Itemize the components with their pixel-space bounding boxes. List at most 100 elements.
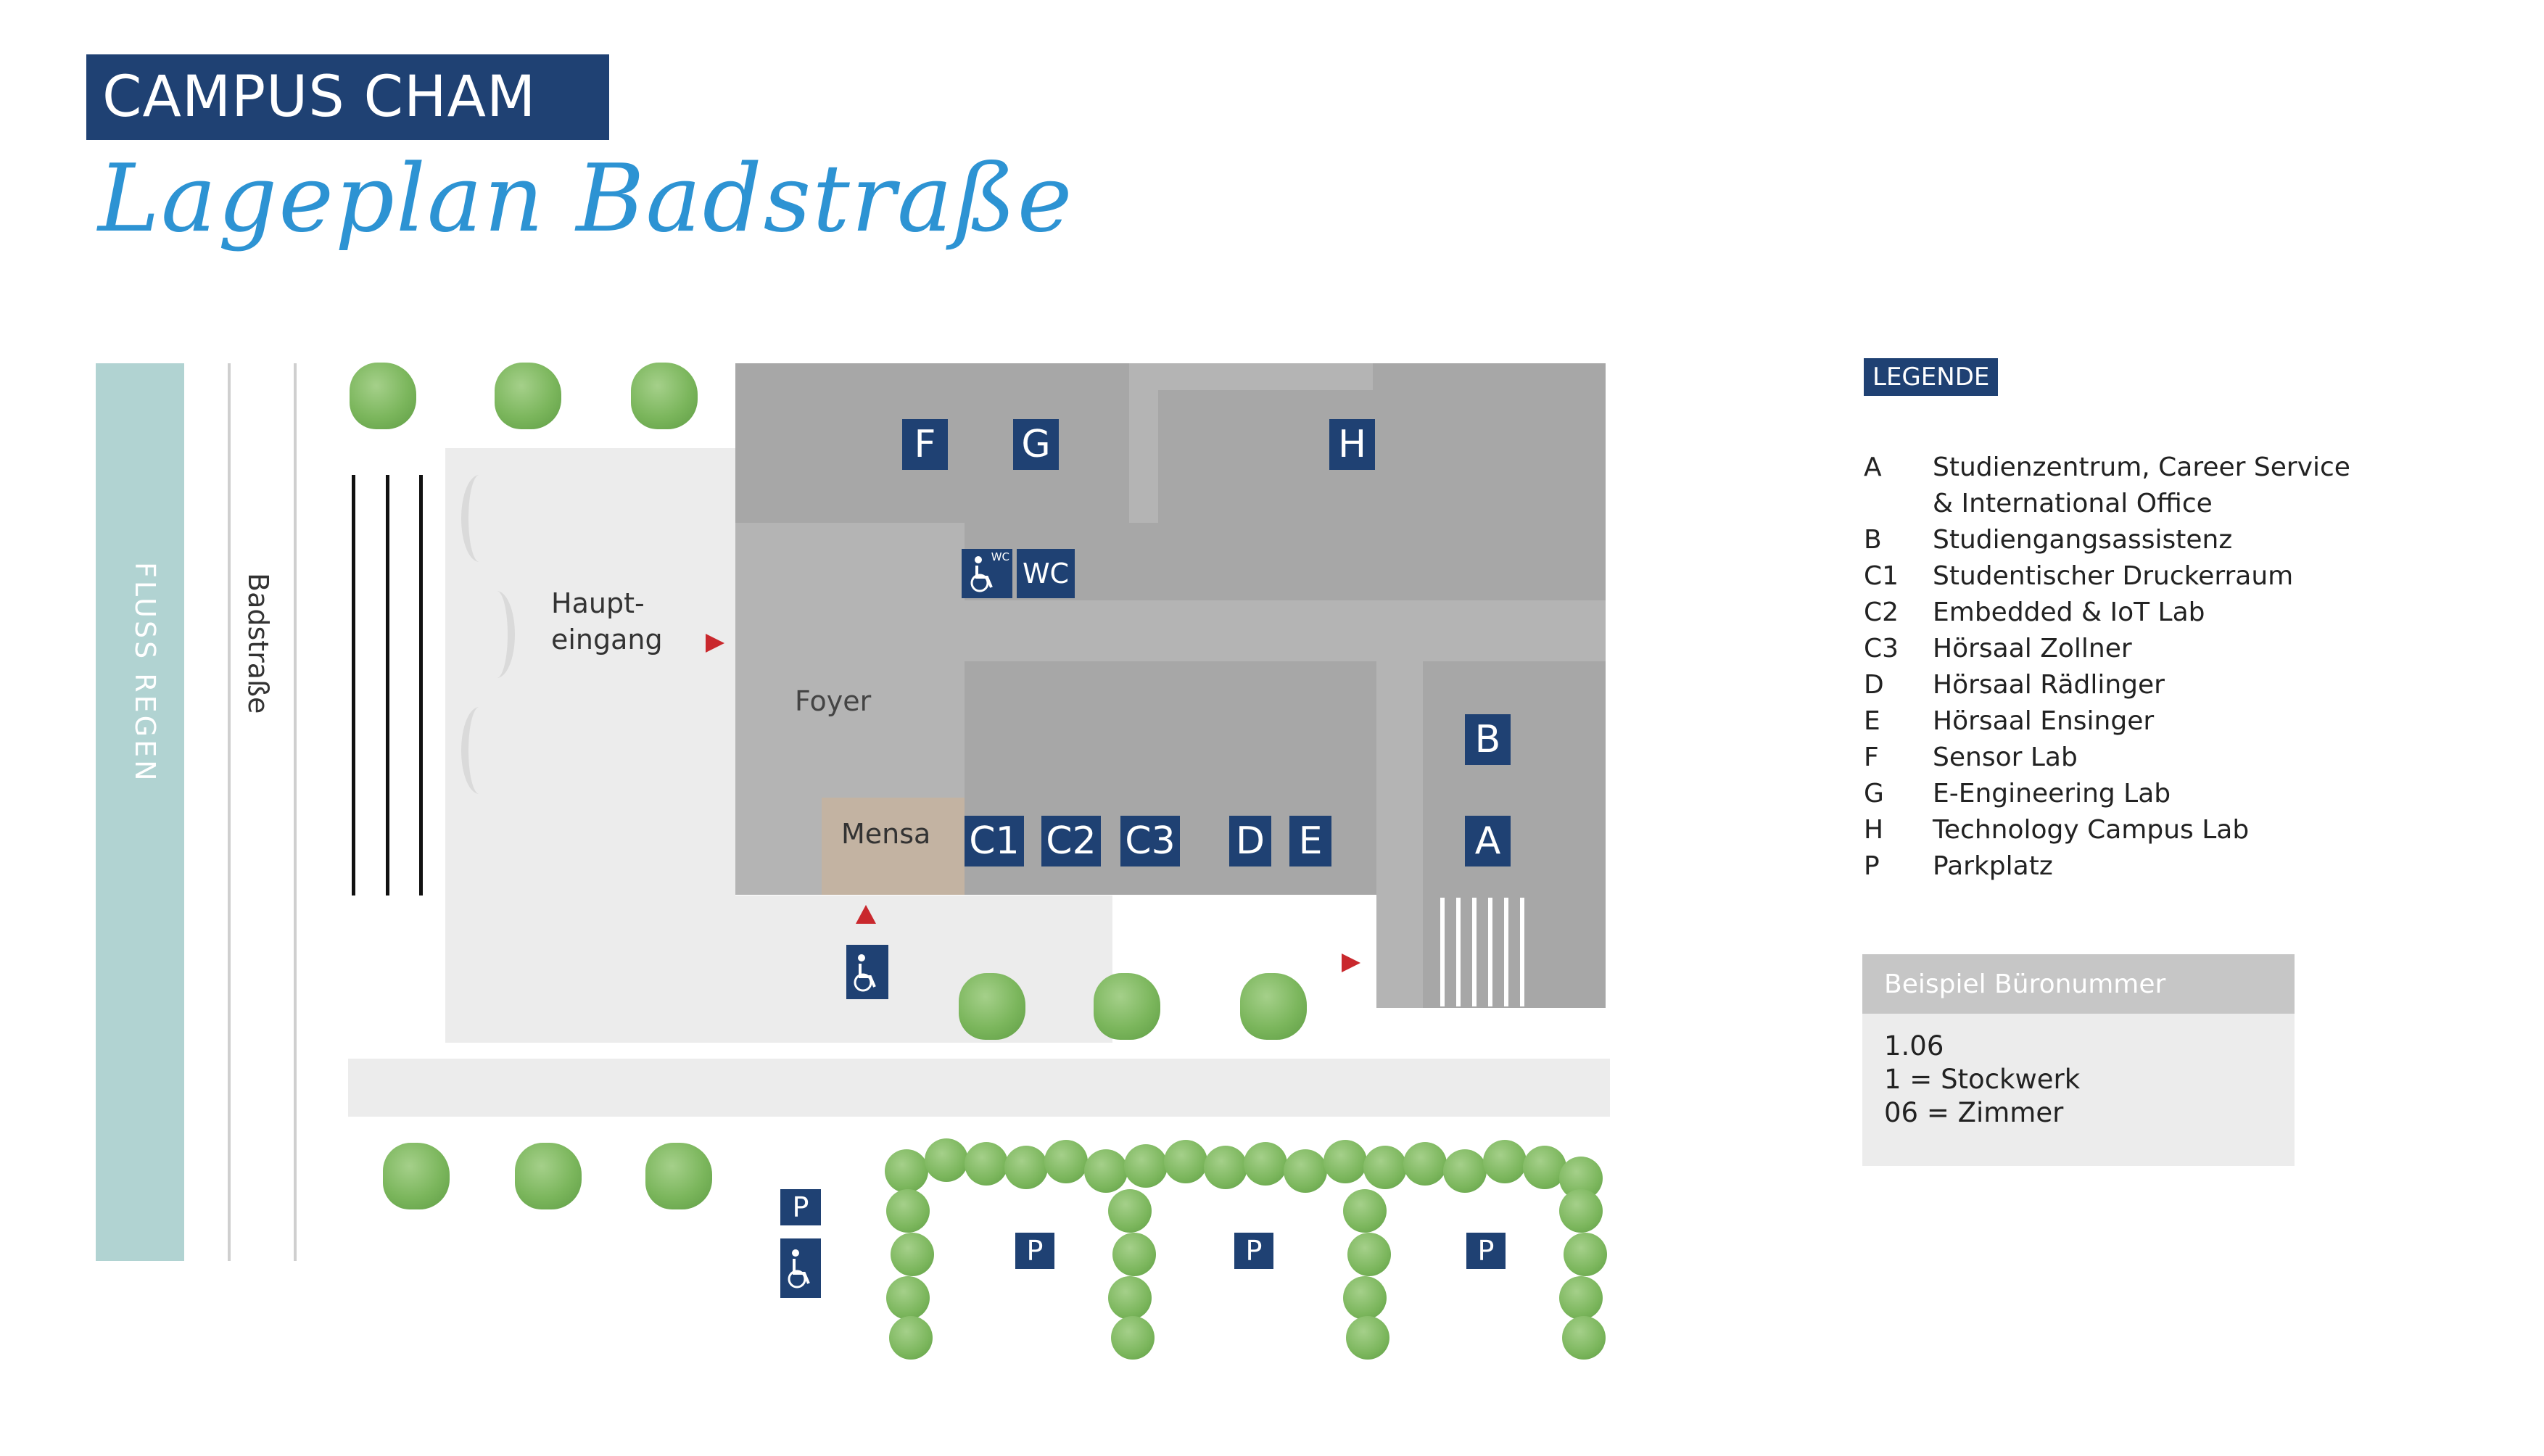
foyer-label: Foyer (795, 685, 872, 717)
legend-item: C2 Embedded & IoT Lab (1864, 595, 2350, 631)
hedge (1559, 1189, 1603, 1233)
legend-text: Technology Campus Lab (1933, 815, 2250, 845)
legend-item: & International Office (1864, 486, 2350, 522)
office-number-example-body: 1.06 1 = Stockwerk 06 = Zimmer (1862, 1014, 2295, 1166)
river (96, 363, 184, 1261)
legend-text: Sensor Lab (1933, 743, 2078, 772)
building-east-wing (1423, 661, 1606, 1008)
building-e-badge: E (1289, 816, 1331, 866)
hedge (1363, 1146, 1407, 1189)
legend-key: F (1864, 743, 1879, 772)
legend-key: C1 (1864, 561, 1899, 591)
legend-text: & International Office (1933, 489, 2213, 518)
crosswalk-stripe (1504, 898, 1508, 1006)
legend-key: E (1864, 706, 1880, 736)
tree (515, 1143, 582, 1209)
building-east-corridor (1376, 661, 1423, 1008)
parking-line (386, 475, 389, 895)
hedge (1559, 1276, 1603, 1320)
legend-list: A Studienzentrum, Career Service & Intern… (1864, 450, 2350, 885)
hedge (1084, 1149, 1128, 1193)
hedge (1124, 1144, 1168, 1188)
accessible-wc-icon-text: WC (991, 550, 1009, 563)
legend-item: H Technology Campus Lab (1864, 812, 2350, 848)
legend-text: Embedded & IoT Lab (1933, 597, 2205, 627)
example-line: 1 = Stockwerk (1884, 1064, 2081, 1095)
tree (1240, 973, 1307, 1040)
hedge (886, 1189, 930, 1233)
mensa-area (822, 798, 965, 895)
road-line-left (228, 363, 231, 1261)
hedge (886, 1276, 930, 1320)
hedge (1044, 1140, 1088, 1183)
river-label: FLUSS REGEN (129, 562, 161, 784)
road-label: Badstraße (242, 573, 274, 714)
crosswalk-stripe (1456, 898, 1461, 1006)
hedge (885, 1149, 928, 1193)
forecourt-south (735, 895, 1112, 1043)
hedge (1343, 1189, 1387, 1233)
tree (495, 363, 561, 429)
legend-item: F Sensor Lab (1864, 740, 2350, 776)
example-line: 1.06 (1884, 1030, 1944, 1062)
legend-key: G (1864, 779, 1884, 808)
map-subtitle: Lageplan Badstraße (98, 145, 1074, 253)
legend-key: C2 (1864, 597, 1899, 627)
hedge (1323, 1140, 1367, 1183)
legend-text: Hörsaal Zollner (1933, 634, 2132, 663)
east-entrance-arrow (1342, 954, 1360, 972)
legend-text: Hörsaal Ensinger (1933, 706, 2155, 736)
parking-line (352, 475, 355, 895)
office-number-example-title: Beispiel Büronummer (1862, 954, 2295, 1014)
hedge (1111, 1316, 1155, 1360)
parking-badge: P (780, 1189, 821, 1225)
legend-key: A (1864, 452, 1882, 482)
tree (645, 1143, 712, 1209)
example-line: 06 = Zimmer (1884, 1097, 2064, 1128)
hedge (1164, 1140, 1207, 1183)
parking-wheelchair-icon (780, 1238, 821, 1298)
hedge (1403, 1142, 1447, 1186)
building-f-badge: F (902, 419, 948, 470)
hedge (925, 1138, 968, 1182)
campus-title: CAMPUS CHAM (86, 54, 609, 140)
road-line-right (294, 363, 297, 1261)
hedge (1112, 1233, 1156, 1276)
legend-text: Studentischer Druckerraum (1933, 561, 2294, 591)
hedge (1284, 1149, 1327, 1193)
hedge (1483, 1140, 1527, 1183)
hedge (1564, 1233, 1607, 1276)
legend-text: Studiengangsassistenz (1933, 525, 2233, 555)
legend-text: Studienzentrum, Career Service (1933, 452, 2350, 482)
entrance-label-2: eingang (551, 624, 663, 655)
street-strip (348, 1059, 1610, 1117)
bench-arc (461, 475, 497, 562)
wc-badge: WC (1017, 549, 1075, 598)
crosswalk-stripe (1520, 898, 1524, 1006)
parking-line (419, 475, 423, 895)
tree (959, 973, 1025, 1040)
legend-text: Hörsaal Rädlinger (1933, 670, 2165, 700)
bench-arc (479, 591, 515, 678)
legend-key (1864, 486, 1933, 522)
building-north-east-top (1373, 363, 1606, 390)
crosswalk-stripe (1440, 898, 1445, 1006)
building-b-badge: B (1465, 714, 1511, 765)
hedge (1004, 1146, 1048, 1189)
hedge (1443, 1149, 1487, 1193)
legend-text: Parkplatz (1933, 851, 2053, 881)
hedge (1204, 1146, 1247, 1189)
building-a-badge: A (1465, 816, 1511, 866)
tree (350, 363, 416, 429)
hedge (1346, 1316, 1389, 1360)
legend-key: H (1864, 815, 1884, 845)
mensa-label: Mensa (841, 818, 931, 850)
wheelchair-icon (970, 556, 993, 592)
building-g-badge: G (1013, 419, 1059, 470)
tree (1094, 973, 1160, 1040)
parking-badge: P (1015, 1233, 1054, 1269)
